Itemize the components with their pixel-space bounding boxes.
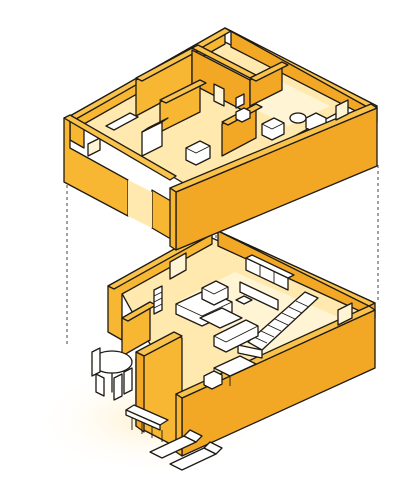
bathroom-door [213, 83, 225, 107]
sun-loungers [149, 429, 223, 471]
upper-window [87, 137, 101, 157]
upper-doorway [128, 180, 152, 228]
upper-side-window [335, 99, 349, 121]
pouf [235, 295, 253, 305]
chair [203, 370, 223, 390]
bookshelf [153, 285, 163, 315]
kitchen-counter [105, 112, 139, 131]
outdoor-area [91, 347, 223, 471]
ground-side-window [337, 302, 353, 326]
coffee-table [199, 307, 243, 329]
armchair [185, 140, 211, 166]
tv-unit [245, 254, 295, 291]
living-room-set [175, 280, 259, 353]
ground-window [169, 252, 187, 280]
bathroom-fixture [235, 93, 245, 109]
bar-counter [125, 404, 169, 442]
round-dining-table [91, 347, 133, 401]
sideboard [239, 281, 279, 311]
sofa [213, 319, 259, 353]
upper-floor [63, 27, 378, 251]
ground-floor [107, 227, 376, 457]
upper-furniture [105, 93, 327, 166]
toilet [235, 107, 251, 123]
desk [213, 355, 257, 377]
staircase [237, 291, 319, 359]
round-table [289, 112, 307, 124]
study-corner [203, 355, 257, 390]
